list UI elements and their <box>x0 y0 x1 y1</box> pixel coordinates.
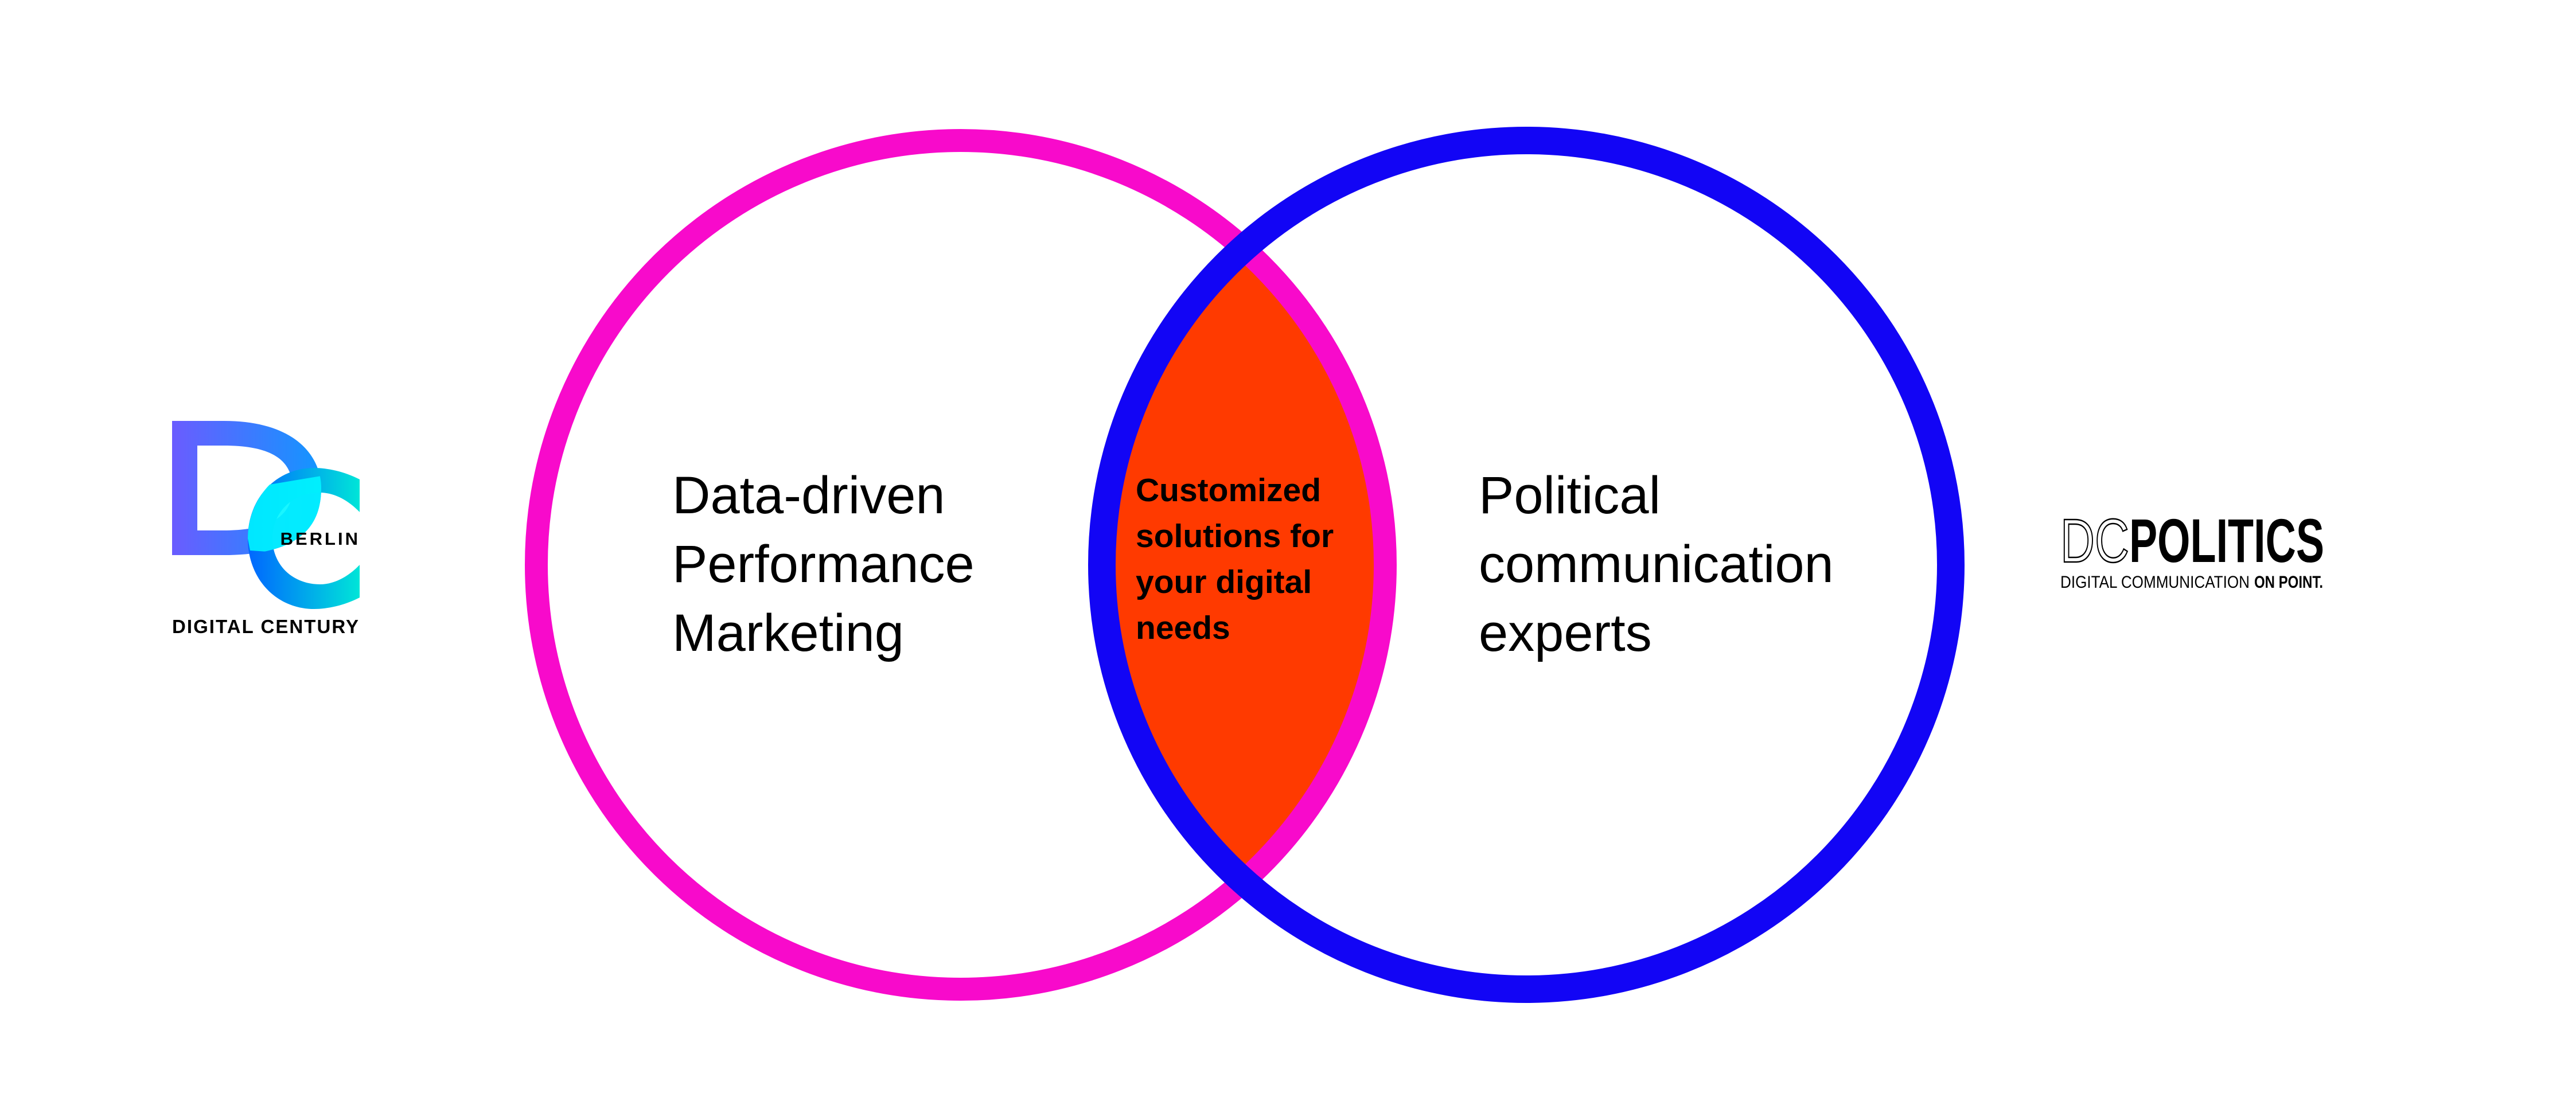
overlap-line-2: solutions for <box>1136 518 1334 555</box>
overlap-region <box>1102 140 1385 989</box>
left-line-1: Data-driven <box>672 466 945 525</box>
logo-tagline: DIGITAL COMMUNICATION <box>2060 573 2250 592</box>
dc-politics-logo: DC POLITICS DIGITAL COMMUNICATION ON POI… <box>2060 505 2324 592</box>
right-circle <box>1088 127 1965 1003</box>
overlap-line-3: your digital <box>1136 564 1312 600</box>
logo-dc-outline: DC <box>2060 506 2129 575</box>
left-circle <box>525 129 1397 1001</box>
logo-berlin: BERLIN <box>280 529 360 549</box>
logo-politics: POLITICS <box>2129 506 2324 575</box>
right-line-2: communication <box>1479 535 1834 594</box>
right-circle-text: Political communication experts <box>1479 466 1834 662</box>
left-circle-text: Data-driven Performance Marketing <box>672 466 975 662</box>
logo-digital-century: DIGITAL CENTURY <box>172 616 360 637</box>
overlap-line-1: Customized <box>1136 472 1321 509</box>
right-line-3: experts <box>1479 604 1652 662</box>
right-line-1: Political <box>1479 466 1661 525</box>
digital-century-logo: BERLIN DIGITAL CENTURY <box>172 421 360 637</box>
logo-tagline-bold: ON POINT. <box>2254 573 2323 592</box>
overlap-text: Customized solutions for your digital ne… <box>1136 472 1334 646</box>
left-line-2: Performance <box>672 535 975 594</box>
left-line-3: Marketing <box>672 604 904 662</box>
overlap-line-4: needs <box>1136 610 1230 646</box>
